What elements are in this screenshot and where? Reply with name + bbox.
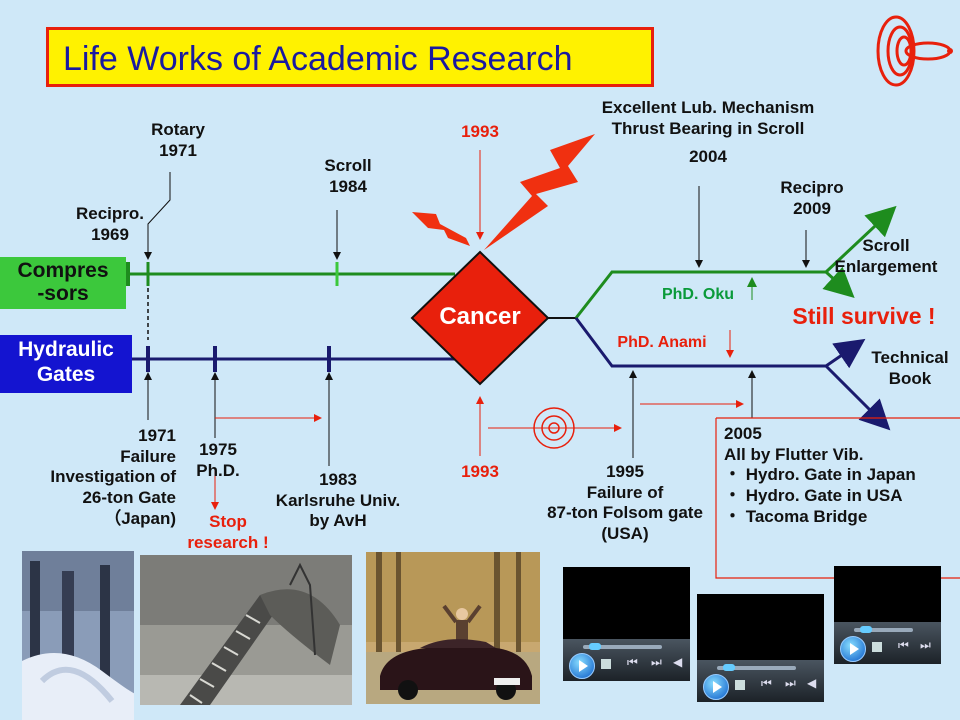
compressors-track-box: Compres -sors — [0, 257, 126, 309]
previous-icon[interactable]: ⏮ — [898, 638, 909, 652]
year-1993-bottom-label: 1993 — [461, 462, 499, 481]
play-icon[interactable] — [569, 653, 595, 679]
next-icon[interactable]: ⏭ — [920, 638, 931, 652]
gate-collapse-photo — [140, 555, 352, 705]
compressors-label-line1: Compres — [17, 259, 109, 282]
still-survive-label: Still survive ! — [792, 303, 936, 329]
previous-icon[interactable]: ⏮ — [761, 676, 772, 690]
karlsruhe-car-photo — [366, 552, 540, 704]
compressor-track-line — [126, 262, 455, 286]
stop-icon[interactable] — [601, 659, 611, 669]
video-player-1[interactable]: ⏮ ⏭ ◀ — [563, 567, 690, 681]
recipro-1969-label: Recipro.1969 — [75, 204, 145, 244]
play-icon[interactable] — [703, 674, 729, 700]
page-title: Life Works of Academic Research — [63, 40, 573, 78]
phd-anami-label: PhD. Anami — [617, 334, 707, 351]
phd-oku-label: PhD. Oku — [661, 286, 734, 303]
video-player-3[interactable]: ⏮ ⏭ — [834, 566, 941, 664]
video-player-2[interactable]: ⏮ ⏭ ◀ — [697, 594, 824, 702]
gate-failure-photo — [22, 551, 134, 720]
next-icon[interactable]: ⏭ — [785, 676, 796, 690]
lightning-bolt-icon — [484, 134, 595, 250]
next-icon[interactable]: ⏭ — [651, 655, 662, 669]
volume-icon[interactable]: ◀ — [807, 676, 817, 690]
play-icon[interactable] — [840, 636, 866, 662]
compressors-label-line2: -sors — [37, 282, 89, 306]
hydraulic-label-line1: Hydraulic — [18, 338, 114, 361]
lightning-bolt-icon — [412, 212, 470, 246]
cancer-label: Cancer — [439, 303, 521, 330]
previous-icon[interactable]: ⏮ — [627, 655, 638, 669]
logo-icon — [876, 15, 953, 87]
stop-icon[interactable] — [872, 642, 882, 652]
hydraulic-track-line — [132, 346, 462, 372]
stop-icon[interactable] — [735, 680, 745, 690]
title-box: Life Works of Academic Research — [46, 27, 654, 87]
hydraulic-label-line2: Gates — [36, 363, 96, 387]
hydraulic-gates-track-box: Hydraulic Gates — [0, 335, 132, 393]
cancer-diamond — [410, 250, 550, 386]
year-1993-top-label: 1993 — [461, 122, 499, 141]
volume-icon[interactable]: ◀ — [673, 655, 683, 669]
concentric-circles-icon — [533, 407, 575, 449]
